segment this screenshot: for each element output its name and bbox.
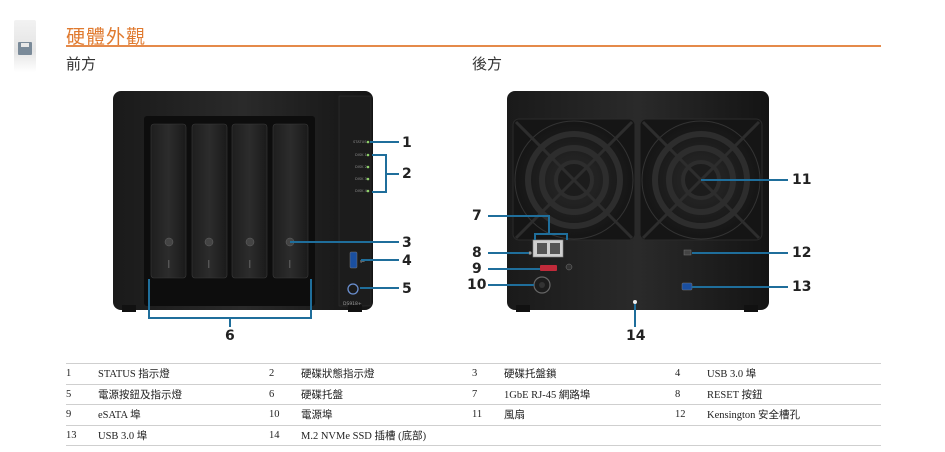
disk-led-icon	[366, 165, 370, 169]
legend-number: 6	[269, 388, 275, 400]
legend-number: 5	[66, 388, 72, 400]
legend-label: 1GbE RJ-45 網路埠	[504, 389, 591, 401]
callout-7: 7	[472, 208, 482, 224]
rear-unit	[488, 91, 788, 327]
floppy-disk-icon	[18, 42, 32, 55]
legend-label: 硬碟托盤鎖	[504, 369, 557, 381]
legend-label: Kensington 安全槽孔	[707, 410, 801, 422]
legend-label: USB 3.0 埠	[98, 430, 148, 442]
table-row: 9 eSATA 埠 10 電源埠 11 風扇 12 Kensington 安全槽…	[66, 404, 881, 426]
drive-tray	[191, 123, 228, 279]
legend-label: 硬碟托盤	[301, 389, 343, 401]
front-heading: 前方	[66, 55, 97, 73]
model-badge: DS918+	[343, 301, 362, 307]
legend-number: 3	[472, 368, 478, 380]
legend-number: 1	[66, 368, 72, 380]
callout-13: 13	[792, 279, 812, 295]
title-divider	[66, 45, 881, 47]
drive-bay	[144, 116, 315, 306]
power-button-icon[interactable]	[347, 283, 359, 295]
callout-8: 8	[472, 245, 482, 261]
front-foot-left	[122, 305, 136, 312]
legend-number: 14	[269, 429, 280, 441]
table-row: 1 STATUS 指示燈 2 硬碟狀態指示燈 3 硬碟托盤鎖 4 USB 3.0…	[66, 363, 881, 385]
rear-callout-lines	[488, 179, 788, 327]
legend-label: 電源按鈕及指示燈	[98, 389, 182, 401]
legend-number: 12	[675, 409, 686, 421]
legend-label: STATUS 指示燈	[98, 369, 170, 381]
legend-label: USB 3.0 埠	[707, 369, 757, 381]
legend-number: 4	[675, 368, 681, 380]
status-led-icon	[366, 140, 370, 144]
front-control-panel	[338, 95, 372, 307]
callout-10: 10	[467, 277, 487, 293]
lan-port-1-icon	[537, 243, 547, 254]
legend-label: 風扇	[504, 410, 525, 422]
callout-5: 5	[402, 281, 412, 297]
callout-14: 14	[626, 328, 646, 344]
legend-number: 7	[472, 388, 478, 400]
legend-label	[504, 425, 675, 446]
rear-usb-port-icon	[681, 282, 693, 291]
front-callout-lines	[148, 141, 399, 327]
reset-button-icon[interactable]	[528, 251, 532, 255]
rear-heading: 後方	[472, 55, 503, 73]
drive-tray	[231, 123, 268, 279]
legend-number	[472, 425, 504, 446]
indicator-label: STATUS	[353, 140, 367, 144]
esata-symbol-icon	[565, 263, 573, 271]
legend-number: 10	[269, 409, 280, 421]
hardware-diagram: STATUS DISK 1 DISK 2 DISK 3 DISK 4 ⇌ DS9…	[113, 91, 788, 327]
legend-number: 9	[66, 409, 72, 421]
table-row: 13 USB 3.0 埠 14 M.2 NVMe SSD 插槽 (底部)	[66, 425, 881, 446]
legend-number	[675, 425, 707, 446]
callout-3: 3	[402, 235, 412, 251]
disk-led-icon	[366, 177, 370, 181]
front-unit: STATUS DISK 1 DISK 2 DISK 3 DISK 4 ⇌ DS9…	[113, 91, 399, 327]
callout-4: 4	[402, 253, 412, 269]
legend-number: 11	[472, 409, 483, 421]
indicator-label: DISK 2	[355, 165, 367, 169]
legend-label: 電源埠	[301, 410, 333, 422]
callout-12: 12	[792, 245, 812, 261]
front-foot-right	[348, 305, 362, 312]
drive-tray	[272, 123, 309, 279]
rear-foot-right	[744, 305, 758, 312]
lan-port-2-icon	[550, 243, 560, 254]
legend-number: 13	[66, 429, 77, 441]
legend-number: 8	[675, 388, 681, 400]
page-title: 硬體外觀	[66, 26, 147, 48]
callout-11: 11	[792, 172, 812, 188]
callout-9: 9	[472, 261, 482, 277]
usb-symbol-icon: ⇌	[360, 258, 365, 265]
drive-tray	[150, 123, 187, 279]
rear-foot-left	[516, 305, 530, 312]
indicator-label: DISK 1	[355, 153, 367, 157]
legend-table: 1 STATUS 指示燈 2 硬碟狀態指示燈 3 硬碟托盤鎖 4 USB 3.0…	[66, 363, 881, 446]
legend-number: 2	[269, 368, 275, 380]
legend-label: 硬碟狀態指示燈	[301, 369, 375, 381]
legend-label: M.2 NVMe SSD 插槽 (底部)	[301, 430, 427, 442]
esata-port-icon	[540, 265, 557, 271]
callout-2: 2	[402, 166, 412, 182]
legend-label: eSATA 埠	[98, 410, 141, 422]
callout-6: 6	[225, 328, 235, 344]
callout-1: 1	[402, 135, 412, 151]
disk-led-icon	[366, 189, 370, 193]
legend-label	[707, 425, 881, 446]
indicator-label: DISK 3	[355, 177, 367, 181]
power-pin-icon	[539, 282, 545, 288]
front-usb-port-icon	[349, 251, 358, 269]
indicator-label: DISK 4	[355, 189, 368, 193]
legend-label: RESET 按鈕	[707, 389, 763, 401]
hardware-figure: STATUS DISK 1 DISK 2 DISK 3 DISK 4 ⇌ DS9…	[113, 91, 812, 344]
disk-led-icon	[366, 153, 370, 157]
m2-slot-marker-icon	[633, 300, 637, 304]
side-tab	[14, 20, 36, 72]
table-row: 5 電源按鈕及指示燈 6 硬碟托盤 7 1GbE RJ-45 網路埠 8 RES…	[66, 384, 881, 405]
kensington-lock-icon	[683, 249, 692, 256]
fan	[512, 118, 636, 241]
